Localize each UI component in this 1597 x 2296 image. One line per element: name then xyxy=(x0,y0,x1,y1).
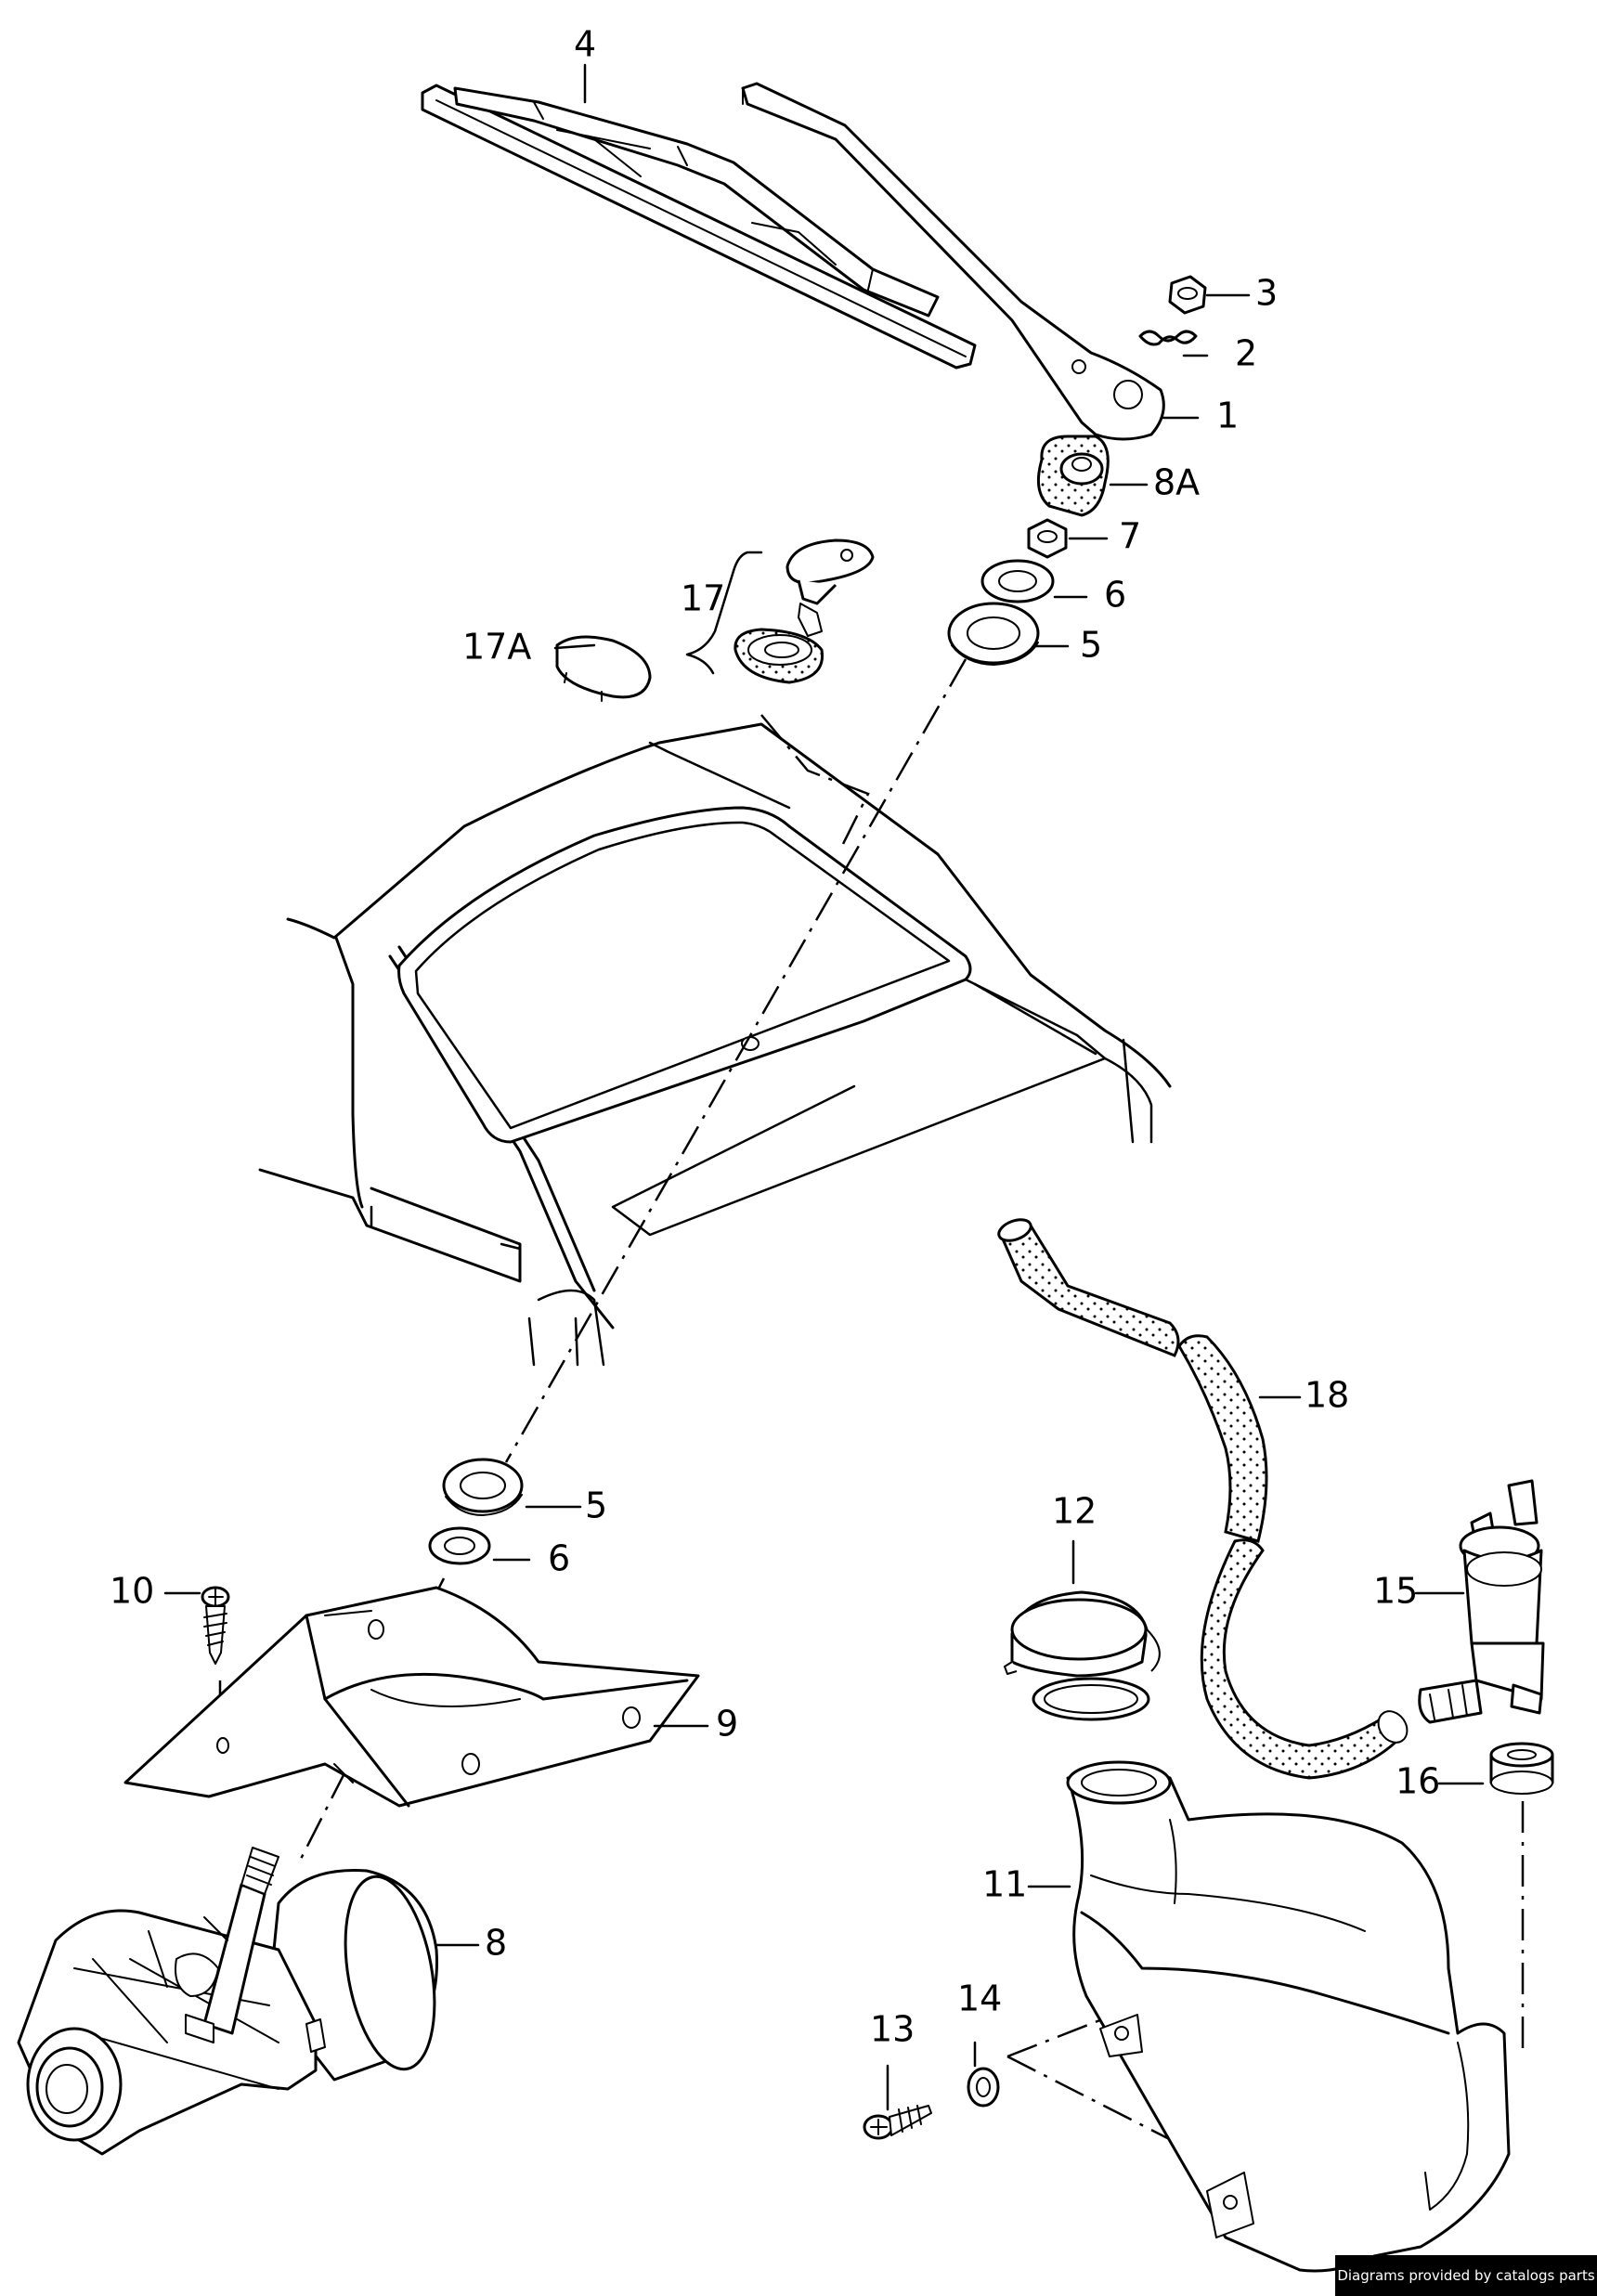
assembly-lines xyxy=(218,658,1525,2174)
callout-washer: 2 xyxy=(1235,333,1257,374)
vehicle-body-drawing xyxy=(258,722,1172,1367)
callout-washer-pump: 15 xyxy=(1373,1571,1418,1612)
callout-cap: 8A xyxy=(1153,462,1200,503)
washer-lower-drawing xyxy=(428,1526,491,1565)
callout-reservoir-screw: 13 xyxy=(870,2009,915,2050)
reservoir-washer-drawing xyxy=(967,2067,1000,2108)
callout-nozzle-cover: 17A xyxy=(462,627,531,668)
callout-labels: 1 2 3 4 5 5 6 6 7 8 8A 9 10 11 12 13 14 … xyxy=(110,24,1440,2050)
wiper-arm-drawing xyxy=(741,82,1165,441)
nut-drawing xyxy=(1027,518,1068,559)
bracket-drawing xyxy=(123,1586,700,1808)
callout-grommet-lower: 5 xyxy=(585,1485,607,1526)
callout-reservoir-cap: 12 xyxy=(1052,1491,1097,1532)
leader-lines xyxy=(163,63,1485,2111)
callout-wiper-motor: 8 xyxy=(485,1923,507,1964)
callout-hex-nut: 3 xyxy=(1255,273,1278,314)
callout-wiper-arm: 1 xyxy=(1216,396,1239,436)
callout-washer-upper: 6 xyxy=(1104,575,1126,616)
wiper-motor-drawing xyxy=(17,1847,438,2156)
hose-drawing xyxy=(997,1218,1409,1780)
grommet-upper-drawing xyxy=(947,602,1040,666)
callout-bracket-screw: 10 xyxy=(110,1571,154,1612)
callout-bracket: 9 xyxy=(716,1704,738,1745)
credit-banner: Diagrams provided by catalogs parts xyxy=(1335,2255,1597,2296)
wiper-blade-drawing xyxy=(421,84,977,370)
grommet-lower-drawing xyxy=(442,1458,524,1516)
washer-upper-drawing xyxy=(980,559,1055,603)
pump-grommet-drawing xyxy=(1489,1742,1554,1795)
spring-washer-drawing xyxy=(1138,330,1198,346)
cap-drawing xyxy=(1036,435,1110,517)
callout-pump-grommet: 16 xyxy=(1396,1761,1440,1802)
spray-nozzle-drawing xyxy=(685,538,875,684)
callout-nut: 7 xyxy=(1119,516,1141,557)
washer-pump-drawing xyxy=(1418,1479,1545,1724)
callout-reservoir: 11 xyxy=(982,1864,1027,1905)
callout-wiper-blade: 4 xyxy=(574,24,596,65)
nozzle-cover-drawing xyxy=(555,635,652,702)
reservoir-cap-drawing xyxy=(1004,1590,1161,1721)
reservoir-screw-drawing xyxy=(863,2105,932,2140)
callout-hose: 18 xyxy=(1305,1375,1349,1416)
bracket-screw-drawing xyxy=(201,1586,230,1665)
callout-spray-nozzle: 17 xyxy=(681,578,725,619)
callout-washer-lower: 6 xyxy=(548,1538,570,1579)
callout-grommet-upper: 5 xyxy=(1080,625,1102,666)
reservoir-drawing xyxy=(1066,1760,1511,2273)
hex-nut-drawing xyxy=(1168,275,1207,315)
callout-reservoir-washer: 14 xyxy=(957,1978,1002,2019)
